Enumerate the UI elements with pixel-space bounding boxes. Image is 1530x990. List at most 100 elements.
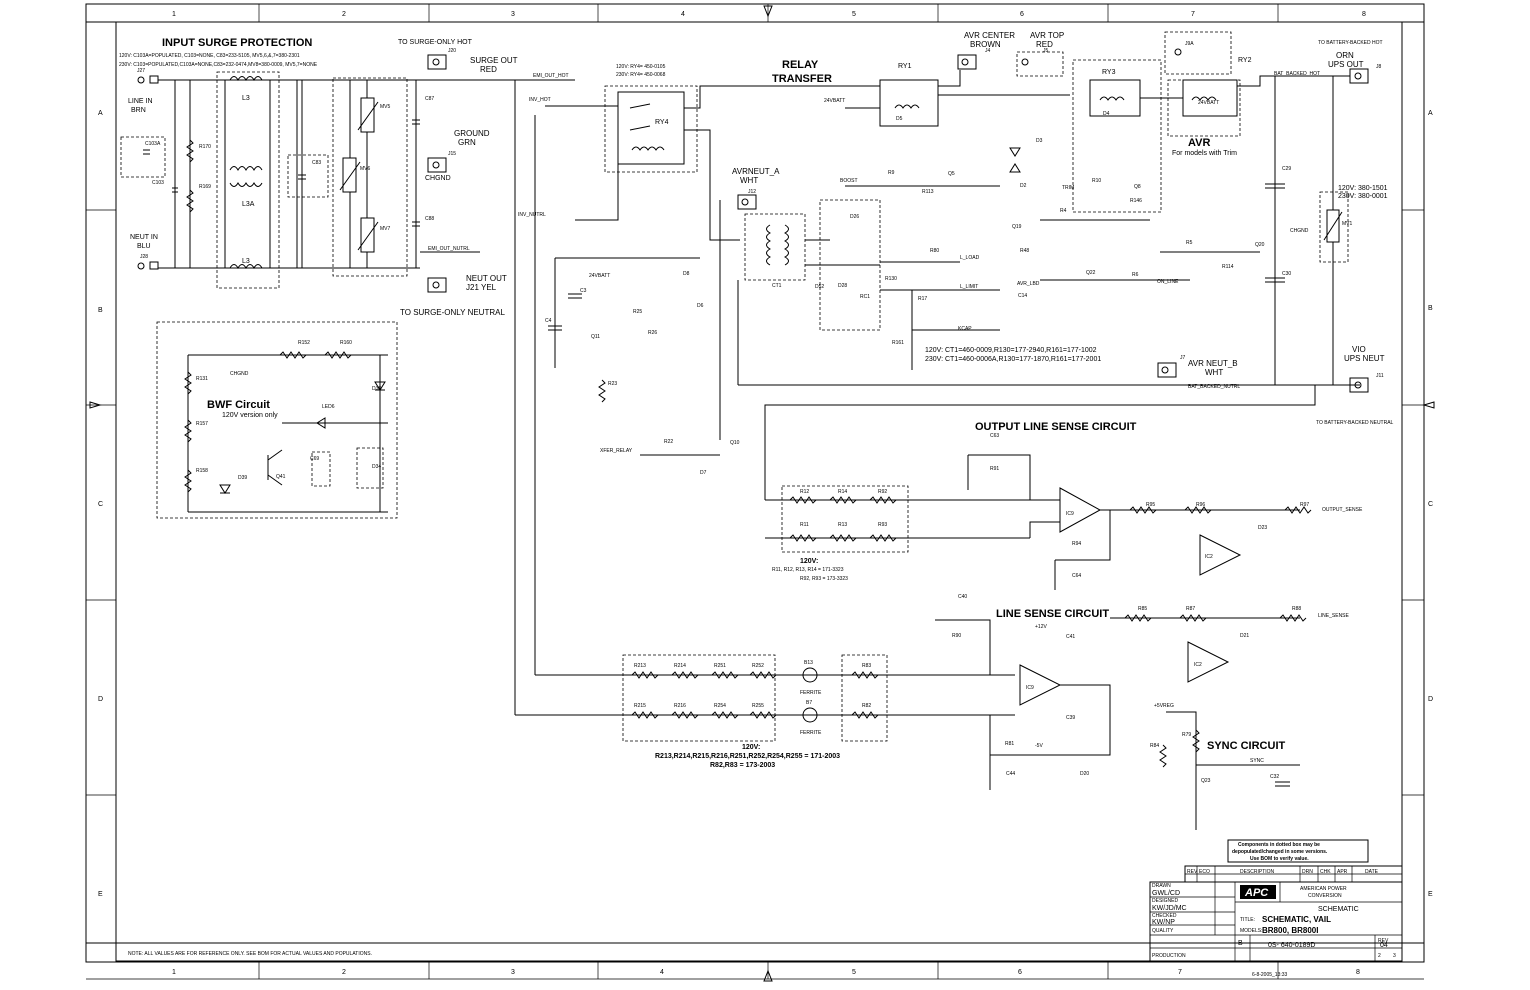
ups-neut-label: UPS NEUT [1344,354,1385,363]
sync-signal-label: SYNC [1250,758,1264,764]
r91-label: R91 [990,466,999,472]
r169-label: R169 [199,184,211,190]
sheet-inner-frame [115,21,1403,962]
input-surge-section: INPUT SURGE PROTECTION 120V: C103A=POPUL… [119,37,575,317]
vbatt-label-3: 24VBATT [589,273,610,279]
avr-center-color: BROWN [970,40,1001,49]
r4-label: R4 [1060,208,1067,214]
populate-note-120v: 120V: C103A=POPULATED, C103=NONE, C83=23… [119,53,300,59]
dotted-box-note-line1: Components in dotted box may be [1238,842,1320,848]
col-label-8-bottom: 8 [1356,969,1360,976]
line-sense-label: LINE_SENSE [1318,613,1350,619]
rev-label: REV [1378,938,1389,944]
doc-number: 0S- 640-0189D [1268,942,1315,949]
d28-label: D28 [838,283,847,289]
r87-label: R87 [1186,606,1195,612]
r254-label: R254 [714,703,726,709]
surge-out-color: RED [480,65,497,74]
emi-out-nutrl-label: EMI_OUT_NUTRL [428,246,470,252]
bwf-heading: BWF Circuit [207,399,270,411]
neut-out-color: J21 YEL [466,283,497,292]
line-sense-section: LINE SENSE CIRCUIT R213 R214 R251 R252 R… [622,594,1350,790]
b13-ferrite [802,667,818,683]
c41-label: C41 [1066,634,1075,640]
avrneut-a-color: WHT [740,176,758,185]
relay-transfer-section: RELAY TRANSFER 120V: RY4= 450-0105 230V:… [514,59,880,716]
ic9-output-opamp [1059,487,1102,533]
col-label-3: 3 [511,11,515,18]
d3-label: D3 [1036,138,1043,144]
d23-label: D23 [1258,525,1267,531]
kcap-label: KCAP [958,326,972,332]
apc-logo: APC [1240,885,1276,899]
ic2-label-a: IC2 [1205,554,1213,560]
output-line-sense-heading: OUTPUT LINE SENSE CIRCUIT [975,421,1137,433]
q11-label: Q11 [591,334,600,340]
j11-connector [1354,381,1362,389]
d7-label: D7 [700,470,707,476]
vreg-label: +5VREG [1154,703,1174,709]
r255-label: R255 [752,703,764,709]
q41-label: Q41 [276,474,286,480]
drawing-models: BR800, BR800I [1262,926,1318,935]
j12-connector [741,198,749,206]
col-label-5: 5 [852,11,856,18]
ry4-relay [617,91,685,165]
mv6-label: MV6 [360,166,371,172]
sheet-number: 2 [1378,953,1381,959]
ry1-label: RY1 [898,63,912,70]
q19-label: Q19 [1012,224,1022,230]
d8-label: D8 [683,271,690,277]
c103a-dotted-box [120,136,166,178]
r25-label: R25 [633,309,642,315]
r17-label: R17 [918,296,927,302]
row-label-c-right: C [1428,501,1433,508]
led6-label: LED6 [322,404,335,410]
avr-heading: AVR [1188,137,1210,149]
r10-label: R10 [1092,178,1101,184]
d5-label: D5 [896,116,903,122]
r216-label: R216 [674,703,686,709]
c29-label: C29 [1282,166,1291,172]
r95-label: R95 [1146,502,1155,508]
ry4-dotted-box [604,85,698,173]
output-sense-label: OUTPUT_SENSE [1322,507,1363,513]
r12-label: R12 [800,489,809,495]
r13-label: R13 [838,522,847,528]
d6-label: D6 [697,303,704,309]
line-in-label: LINE IN [128,98,153,105]
emi-out-hot-label: EMI_OUT_HOT [533,73,569,79]
r146-label: R146 [1130,198,1142,204]
title-label: TITLE: [1240,917,1255,923]
transfer-heading: TRANSFER [772,73,832,85]
checked-value: KW/NP [1152,919,1175,926]
col-label-2: 2 [342,11,346,18]
company-name-line1: AMERICAN POWER [1300,886,1347,892]
r94-label: R94 [1072,541,1081,547]
q8-label: Q8 [1134,184,1141,190]
plus12-label: +12V [1035,624,1047,630]
col-label-3-bottom: 3 [511,969,515,976]
l-load-label: L_LOAD [960,255,980,261]
r5-label: R5 [1186,240,1193,246]
j20-label: J20 [448,48,456,54]
d39-label: D39 [238,475,247,481]
avr-top-label: AVR TOP [1030,31,1064,40]
d34-label: D34 [372,464,381,470]
r252-label: R252 [752,663,764,669]
r157-label: R157 [196,421,208,427]
j15-connector [432,161,440,169]
b7-label: B7 [806,700,812,706]
input-surge-heading: INPUT SURGE PROTECTION [162,37,312,49]
bwf-dotted-box [156,321,398,519]
r114-label: R114 [1222,264,1234,270]
ic2-output-opamp [1199,534,1242,576]
r2-note-120v-a: R213,R214,R215,R216,R251,R252,R254,R255 … [655,753,840,760]
col-label-7-bottom: 7 [1178,969,1182,976]
row-label-a: A [98,110,103,117]
avr-top-color: RED [1036,40,1053,49]
ic9-label-b: IC9 [1026,685,1034,691]
r152-label: R152 [298,340,310,346]
vbatt-label-2: 24VBATT [1198,100,1219,106]
surge-out-label: SURGE OUT [470,56,518,65]
